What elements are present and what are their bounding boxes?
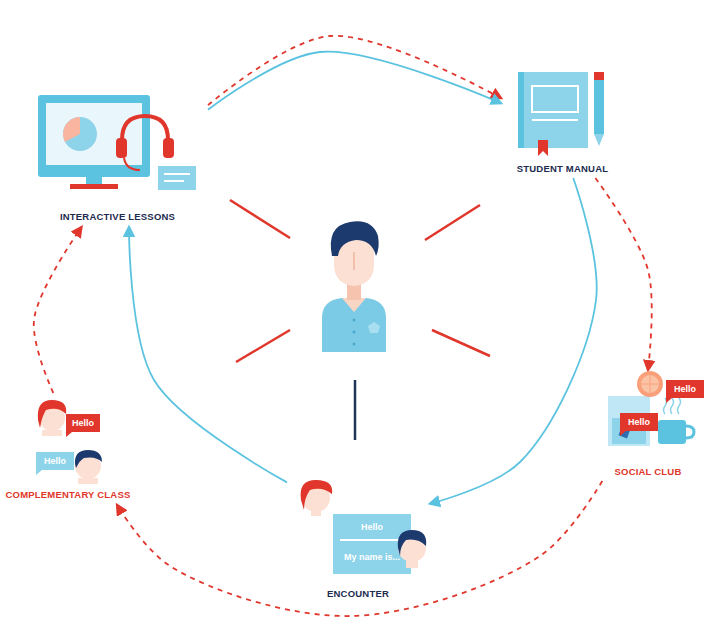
step-label: INTERACTIVE LESSONS (60, 211, 175, 223)
flow-step: COMPLEMENTARY CLASS (2, 396, 134, 501)
flow-connector (208, 52, 501, 110)
flow-step: STUDENT MANUAL (505, 66, 620, 175)
student-figure (322, 221, 386, 352)
drinks-icon (608, 371, 704, 446)
speech-text: Hello (335, 516, 409, 538)
step-label: ENCOUNTER (327, 588, 389, 600)
monitor-icon (38, 95, 150, 189)
flow-connector (430, 178, 597, 504)
step-label: COMPLEMENTARY CLASS (5, 489, 130, 501)
flow-connector (117, 481, 602, 616)
speech-text: My name is... (335, 542, 409, 572)
center-rays (230, 200, 490, 440)
flow-connector (208, 36, 501, 105)
flow-connector (129, 227, 287, 482)
flow-step: ENCOUNTER (290, 474, 426, 600)
flow-step: INTERACTIVE LESSONS (30, 90, 205, 223)
speech-text: Hello (36, 452, 74, 470)
speech-text: Hello (666, 380, 704, 398)
encounter-icon (301, 480, 427, 574)
conversation-icon (36, 400, 102, 484)
step-label: STUDENT MANUAL (517, 163, 608, 175)
speech-text: Hello (620, 413, 658, 431)
speech-text: Hello (66, 414, 100, 432)
flow-connector (595, 178, 651, 370)
flow-connector (34, 227, 82, 393)
book-icon (518, 72, 604, 156)
step-label: SOCIAL CLUB (615, 466, 682, 478)
headphones-icon (116, 116, 196, 190)
